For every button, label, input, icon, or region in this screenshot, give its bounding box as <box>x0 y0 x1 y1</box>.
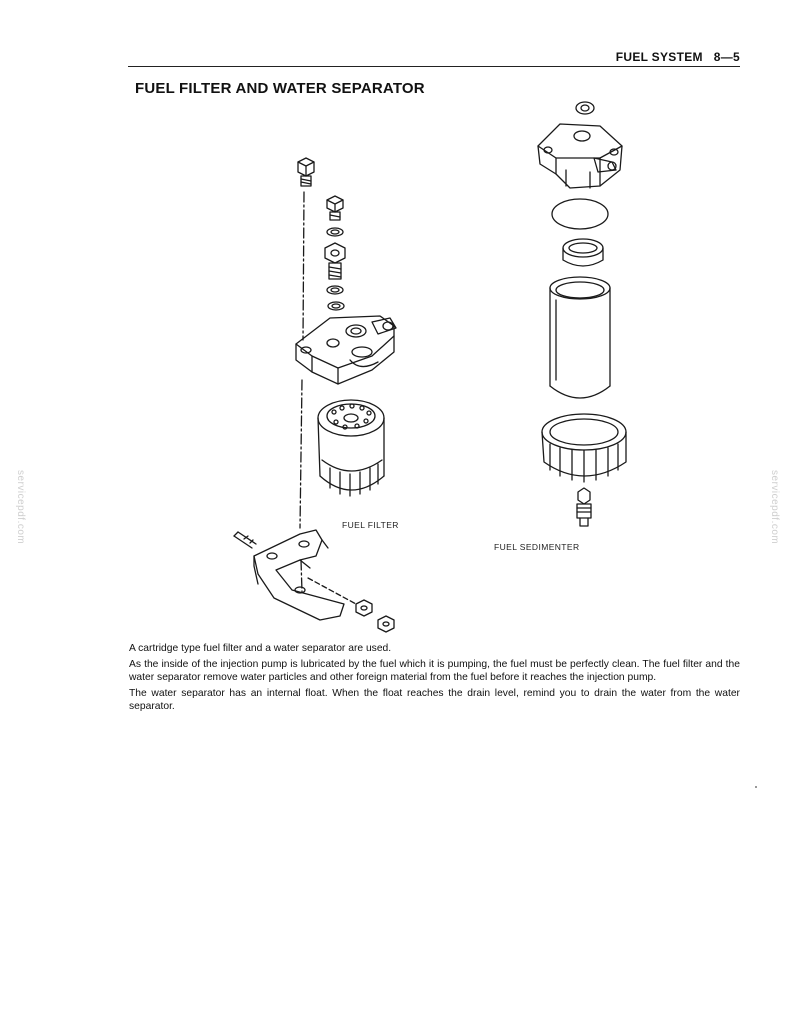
header-page-number: 8—5 <box>713 50 740 64</box>
sedimenter-bowl <box>549 276 611 399</box>
hex-nut <box>355 599 373 617</box>
fuel-sedimenter-assembly <box>537 101 627 527</box>
header-section: FUEL SYSTEM <box>615 50 703 64</box>
small-bolt <box>326 195 344 221</box>
sedimenter-head <box>537 123 623 189</box>
banjo-bolt <box>324 242 346 280</box>
stud-bolt <box>233 531 257 549</box>
retaining-ring <box>541 413 627 483</box>
lock-nut <box>377 615 395 633</box>
paragraph-1: A cartridge type fuel filter and a water… <box>129 643 392 654</box>
header-rule <box>128 66 740 67</box>
paragraph-3: The water separator has an internal floa… <box>129 688 740 712</box>
long-bolt <box>297 157 315 187</box>
fuel-filter-assembly <box>233 157 397 633</box>
drain-plug <box>576 487 592 527</box>
section-title: FUEL FILTER AND WATER SEPARATOR <box>135 80 425 97</box>
page-header: FUEL SYSTEM 8—5 <box>590 50 740 64</box>
filter-cartridge <box>317 399 385 497</box>
fuel-sedimenter-label: FUEL SEDIMENTER <box>494 542 580 552</box>
fuel-filter-label: FUEL FILTER <box>342 520 399 530</box>
scan-speck <box>755 786 757 788</box>
paragraph-2: As the inside of the injection pump is l… <box>129 659 740 683</box>
body-text: A cartridge type fuel filter and a water… <box>129 642 740 716</box>
exploded-view-figure: FUEL FILTER FUEL SEDIMENTER <box>233 101 627 633</box>
mounting-bracket <box>253 529 345 621</box>
filter-head <box>295 315 397 385</box>
